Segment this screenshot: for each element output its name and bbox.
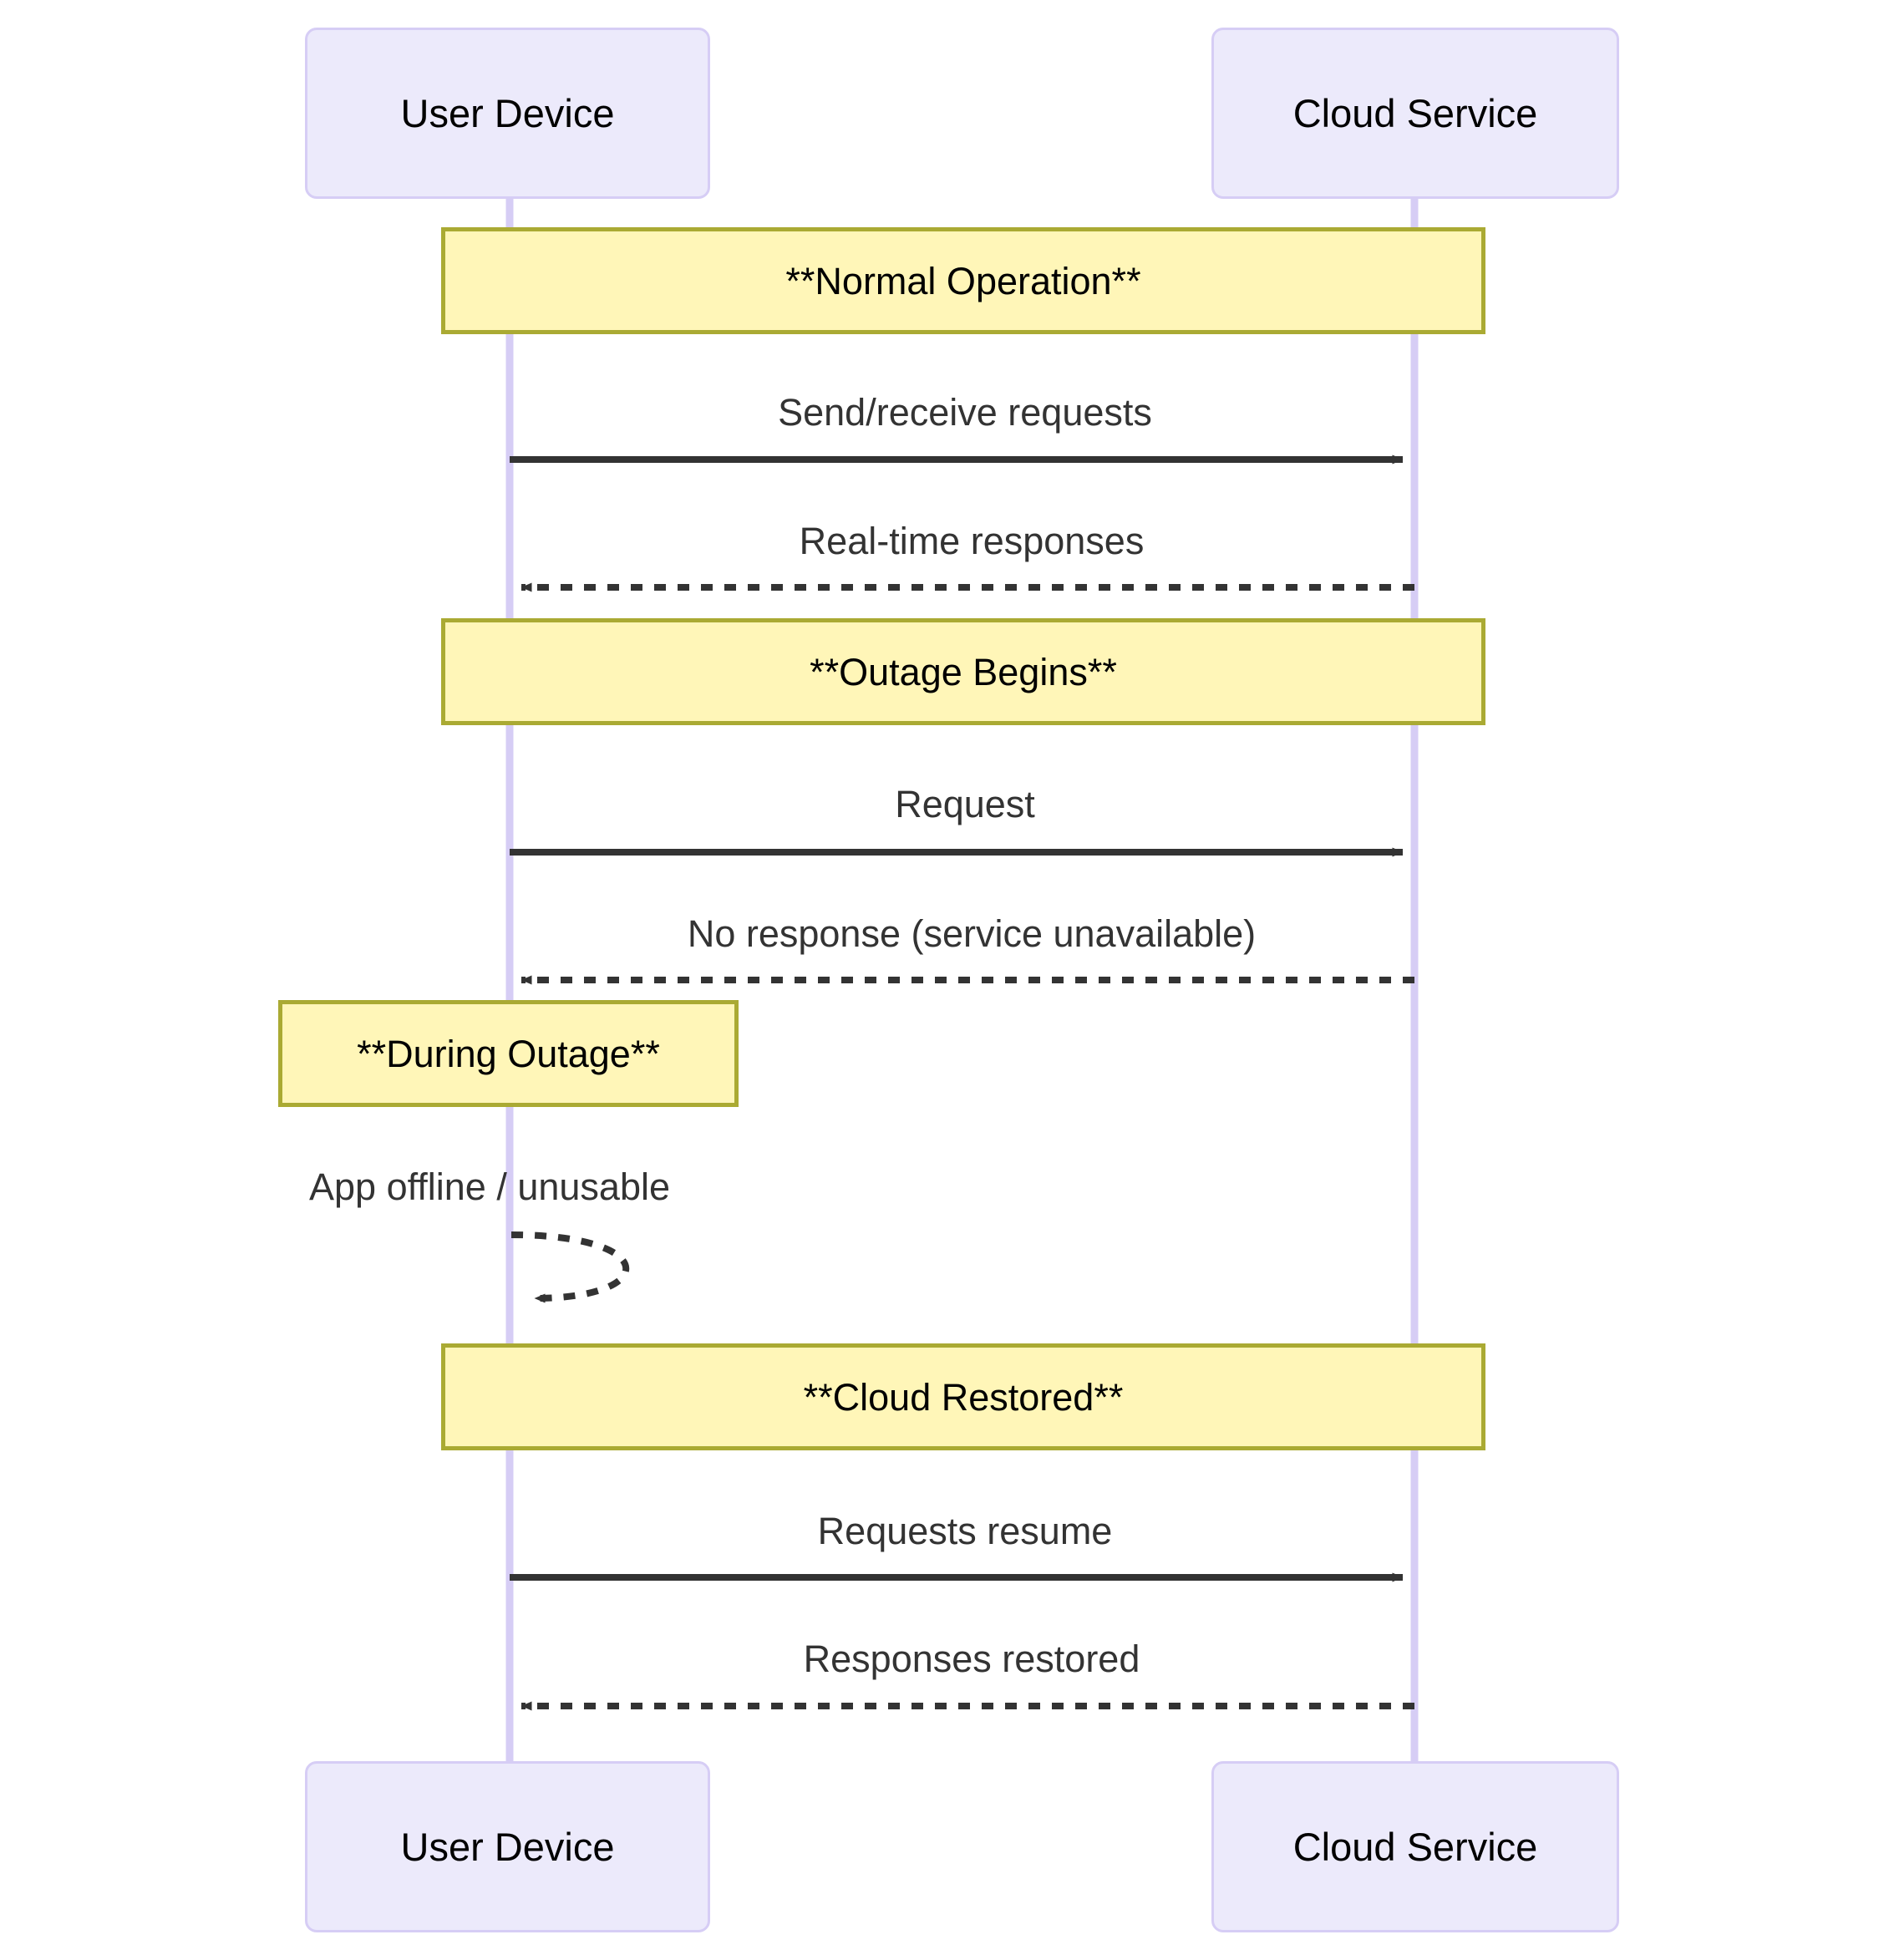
- note-normal-operation[interactable]: **Normal Operation**: [441, 227, 1485, 334]
- note-label-cloud-restored: **Cloud Restored**: [803, 1375, 1124, 1419]
- note-during-outage[interactable]: **During Outage**: [278, 1000, 739, 1107]
- note-cloud-restored[interactable]: **Cloud Restored**: [441, 1343, 1485, 1450]
- actor-box-cloud-service-top[interactable]: Cloud Service: [1211, 28, 1619, 199]
- message-label-real-time-responses: Real-time responses: [799, 520, 1145, 562]
- message-label-app-offline: App offline / unusable: [309, 1165, 671, 1208]
- message-label-send-receive-requests: Send/receive requests: [778, 391, 1152, 434]
- actor-label-cloud-service-bottom: Cloud Service: [1292, 1825, 1538, 1869]
- arrow-app-offline-self-loop: [510, 1231, 630, 1303]
- actor-box-cloud-service-bottom[interactable]: Cloud Service: [1211, 1761, 1619, 1932]
- note-label-outage-begins: **Outage Begins**: [810, 650, 1117, 693]
- actor-label-cloud-service-top: Cloud Service: [1292, 91, 1538, 135]
- message-label-no-response: No response (service unavailable): [687, 912, 1257, 955]
- message-label-request: Request: [895, 783, 1035, 825]
- note-label-during-outage: **During Outage**: [357, 1032, 660, 1075]
- actor-label-user-device-top: User Device: [400, 91, 615, 135]
- actor-box-user-device-bottom[interactable]: User Device: [305, 1761, 710, 1932]
- note-outage-begins[interactable]: **Outage Begins**: [441, 618, 1485, 725]
- actor-label-user-device-bottom: User Device: [400, 1825, 615, 1869]
- message-label-requests-resume: Requests resume: [817, 1510, 1113, 1552]
- note-label-normal-operation: **Normal Operation**: [785, 259, 1141, 302]
- message-label-responses-restored: Responses restored: [803, 1638, 1140, 1680]
- actor-box-user-device-top[interactable]: User Device: [305, 28, 710, 199]
